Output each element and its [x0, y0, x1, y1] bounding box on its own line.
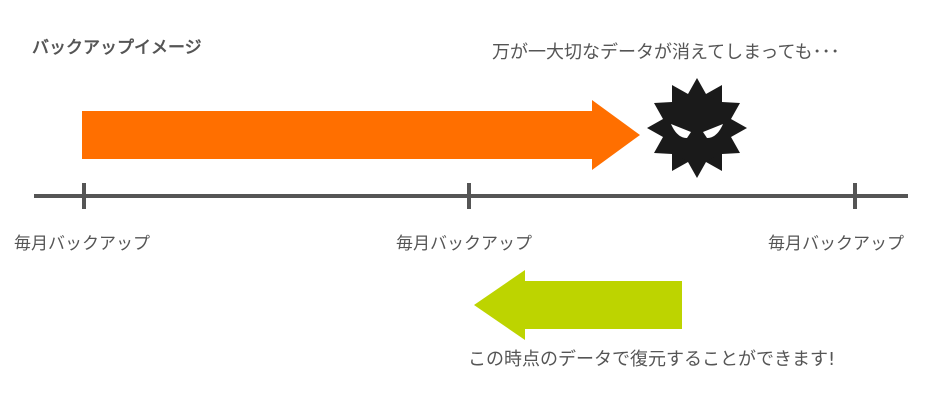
green-back-arrow — [474, 270, 682, 340]
virus-left-eye — [671, 124, 691, 138]
orange-forward-arrow — [82, 100, 640, 170]
warning-text: 万が一大切なデータが消えてしまっても･･･ — [492, 42, 840, 63]
timeline-label-2: 毎月バックアップ — [396, 234, 532, 254]
restore-text: この時点のデータで復元することができます! — [468, 349, 836, 370]
virus-icon — [647, 78, 747, 178]
timeline-label-3: 毎月バックアップ — [768, 234, 904, 254]
diagram-title: バックアップイメージ — [32, 38, 202, 58]
virus-right-eye — [703, 124, 723, 138]
timeline-label-1: 毎月バックアップ — [14, 234, 150, 254]
